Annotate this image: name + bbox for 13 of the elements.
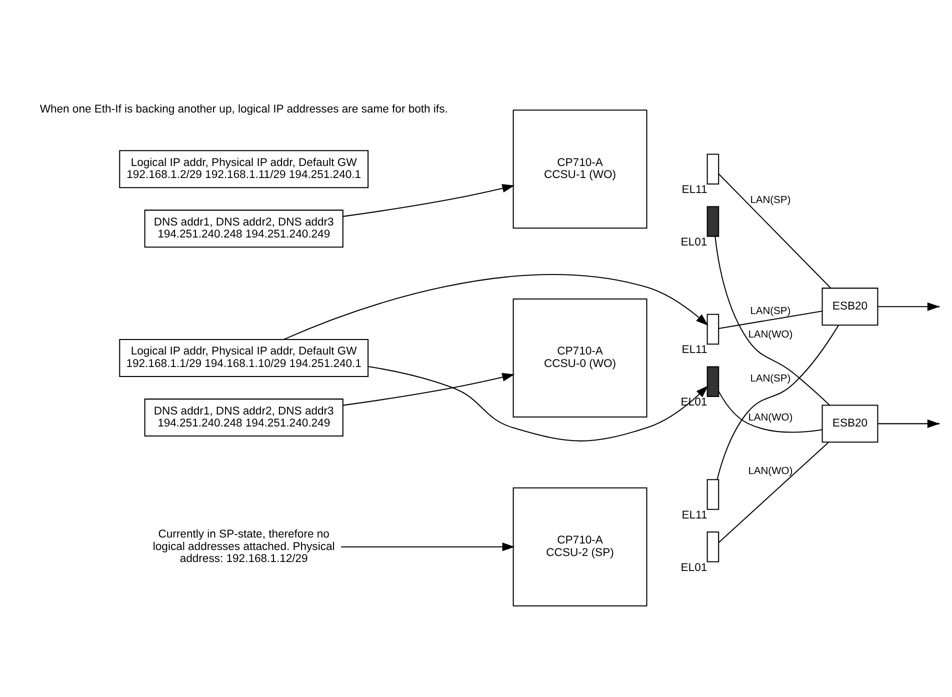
node-label: EL11 <box>682 184 708 196</box>
node-label: EL11 <box>682 344 708 356</box>
node-label: EL01 <box>680 562 708 574</box>
edge-label: LAN(SP) <box>750 306 791 317</box>
node-text: Currently in SP-state, therefore no logical addresses attached. Physical address: 192.168.1.12/29 <box>152 528 335 566</box>
label: When one Eth-If is backing another up, logical IP addresses are same for both ifs. <box>40 103 448 116</box>
edge-label: LAN(WO) <box>748 329 793 340</box>
edge-label: LAN(SP) <box>750 194 791 206</box>
edge-label: LAN(WO) <box>748 466 793 477</box>
node-label: EL11 <box>682 509 708 522</box>
edge-label: LAN(SP) <box>750 374 791 385</box>
node-label: EL01 <box>680 236 708 248</box>
edge-label: LAN(WO) <box>748 412 793 424</box>
